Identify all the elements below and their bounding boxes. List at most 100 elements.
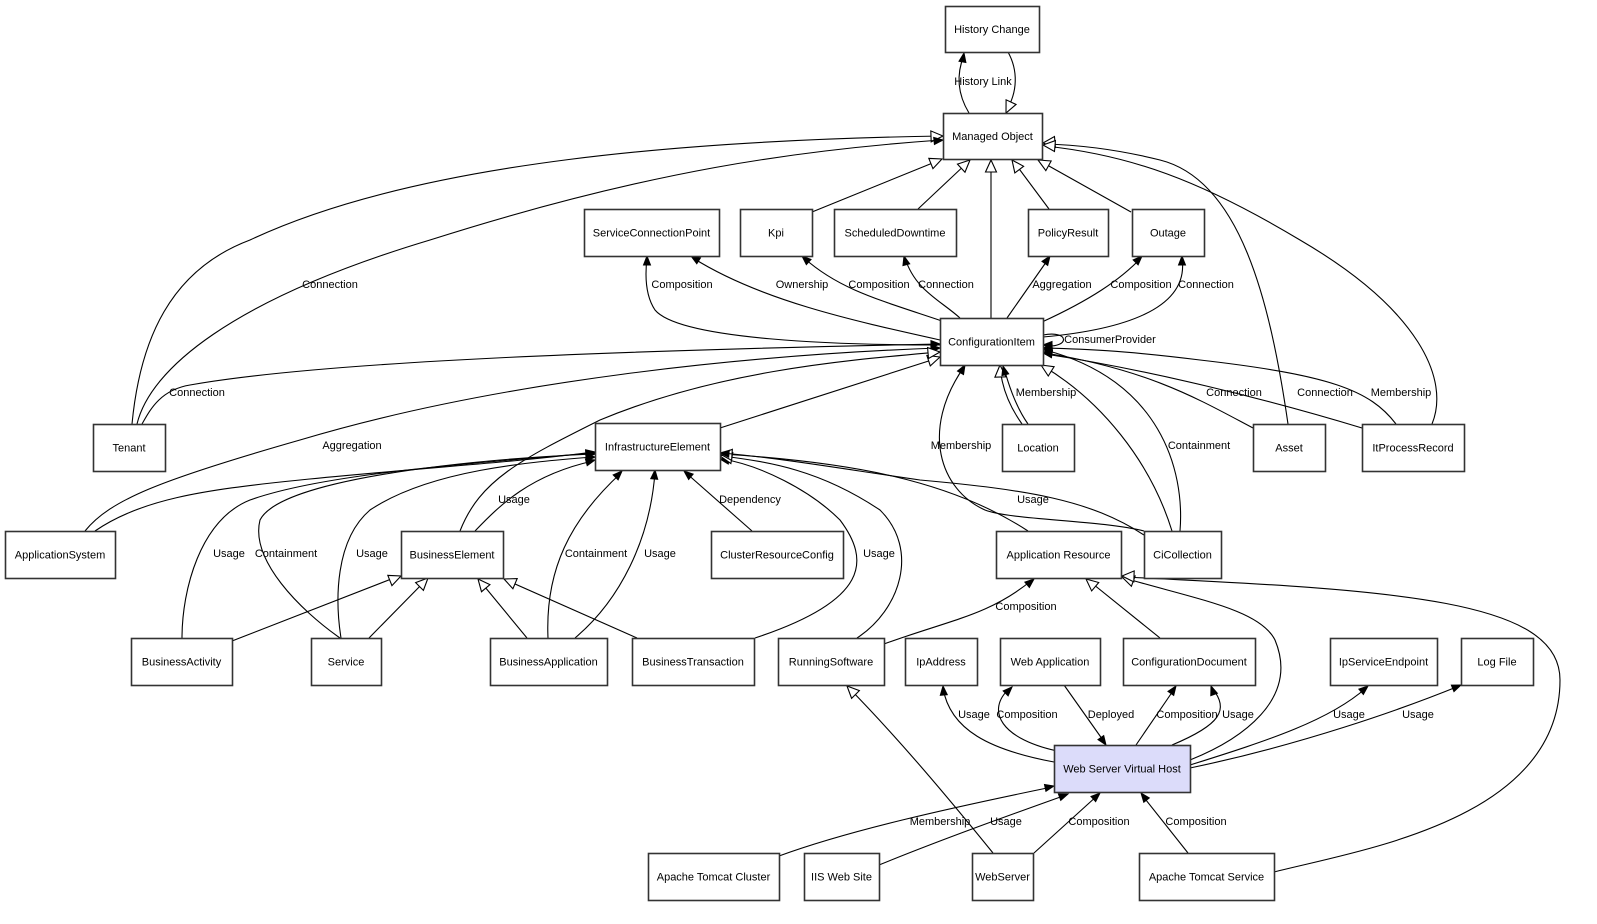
node-service-connection-point[interactable]: ServiceConnectionPoint [583, 208, 721, 258]
node-box[interactable] [400, 530, 505, 580]
edge-label: Composition [651, 279, 712, 291]
node-box[interactable] [4, 530, 117, 580]
node-ci-collection[interactable]: CiCollection [1143, 530, 1223, 580]
node-box[interactable] [777, 637, 886, 687]
edge-label: Containment [565, 548, 627, 560]
node-ip-address[interactable]: IpAddress [904, 637, 979, 687]
edge-application_resource-to-infrastructure_element [718, 448, 1029, 532]
node-infrastructure-element[interactable]: InfrastructureElement [594, 422, 722, 472]
node-box[interactable] [1252, 423, 1327, 473]
node-box[interactable] [583, 208, 721, 258]
node-box[interactable] [803, 852, 881, 902]
node-box[interactable] [739, 208, 814, 258]
node-label: BusinessTransaction [642, 657, 744, 669]
node-kpi[interactable]: Kpi [739, 208, 814, 258]
node-configuration-document[interactable]: ConfigurationDocument [1122, 637, 1257, 687]
node-box[interactable] [130, 637, 234, 687]
relationship-arrow-icon [939, 684, 949, 696]
node-box[interactable] [904, 637, 979, 687]
node-box[interactable] [942, 112, 1044, 161]
relationship-arrow-icon [682, 470, 694, 481]
node-box[interactable] [971, 852, 1035, 902]
node-application-resource[interactable]: Application Resource [995, 530, 1123, 580]
node-box[interactable] [594, 422, 722, 472]
node-cluster-resource-config[interactable]: ClusterResourceConfig [710, 530, 845, 580]
inheritance-arrow-icon [956, 159, 971, 174]
edge-business_application-to-infrastructure_element [547, 470, 623, 639]
node-box[interactable] [1053, 744, 1192, 794]
node-box[interactable] [310, 637, 383, 687]
edge-scheduled_downtime-to-managed_object [917, 159, 971, 210]
node-web-server[interactable]: WebServer [971, 852, 1035, 902]
edge-line [721, 458, 858, 639]
relationship-arrow-icon [800, 255, 812, 266]
node-box[interactable] [1138, 852, 1276, 902]
node-box[interactable] [631, 637, 756, 687]
node-managed-object[interactable]: Managed Object [942, 112, 1044, 161]
node-box[interactable] [1361, 423, 1466, 473]
edge-configuration_item-to-policy_result [1006, 254, 1051, 319]
node-box[interactable] [944, 5, 1041, 54]
edge-line [1123, 576, 1561, 873]
node-business-application[interactable]: BusinessApplication [489, 637, 609, 687]
node-box[interactable] [1143, 530, 1223, 580]
node-apache-tomcat-cluster[interactable]: Apache Tomcat Cluster [647, 852, 781, 902]
node-configuration-item[interactable]: ConfigurationItem [939, 317, 1045, 367]
node-asset[interactable]: Asset [1252, 423, 1327, 473]
node-location[interactable]: Location [1001, 423, 1076, 473]
node-web-server-virtual-host[interactable]: Web Server Virtual Host [1053, 744, 1192, 794]
relationship-arrow-icon [1041, 344, 1053, 353]
node-box[interactable] [647, 852, 781, 902]
node-business-transaction[interactable]: BusinessTransaction [631, 637, 756, 687]
edge-application_system-to-infrastructure_element [94, 449, 597, 532]
node-box[interactable] [939, 317, 1045, 367]
node-box[interactable] [1460, 637, 1535, 687]
node-log-file[interactable]: Log File [1460, 637, 1535, 687]
edge-line [1033, 794, 1099, 854]
node-history-change[interactable]: History Change [944, 5, 1041, 54]
node-box[interactable] [1027, 208, 1110, 258]
node-iis-web-site[interactable]: IIS Web Site [803, 852, 881, 902]
edge-apache_tomcat_cluster-to-web_server_virtual_host [778, 783, 1056, 857]
edge-business_activity-to-business_element [231, 574, 403, 642]
node-box[interactable] [995, 530, 1123, 580]
edge-service-to-business_element [368, 577, 429, 639]
inheritance-arrow-icon [414, 577, 429, 592]
node-business-element[interactable]: BusinessElement [400, 530, 505, 580]
node-box[interactable] [833, 208, 958, 258]
node-box[interactable] [92, 423, 167, 473]
node-running-software[interactable]: RunningSoftware [777, 637, 886, 687]
edge-label: Usage [958, 709, 990, 721]
node-business-activity[interactable]: BusinessActivity [130, 637, 234, 687]
node-tenant[interactable]: Tenant [92, 423, 167, 473]
node-web-application[interactable]: Web Application [999, 637, 1102, 687]
edge-label: Usage [644, 548, 676, 560]
edge-line [84, 347, 939, 532]
node-box[interactable] [1131, 208, 1206, 258]
node-it-process-record[interactable]: ItProcessRecord [1361, 423, 1466, 473]
edge-iis_web_site-to-web_server_virtual_host [878, 793, 1070, 866]
node-apache-tomcat-service[interactable]: Apache Tomcat Service [1138, 852, 1276, 902]
node-box[interactable] [489, 637, 609, 687]
node-scheduled-downtime[interactable]: ScheduledDowntime [833, 208, 958, 258]
node-box[interactable] [710, 530, 845, 580]
edge-label: Aggregation [1032, 279, 1091, 291]
edge-label: Usage [356, 548, 388, 560]
node-application-system[interactable]: ApplicationSystem [4, 530, 117, 580]
node-ip-service-endpoint[interactable]: IpServiceEndpoint [1329, 637, 1439, 687]
edge-location-to-configuration_item [1001, 364, 1029, 425]
edge-web_server-to-web_server_virtual_host [1033, 792, 1102, 854]
node-label: IpServiceEndpoint [1339, 657, 1428, 669]
edge-line [1044, 349, 1182, 532]
relationship-arrow-icon [1167, 684, 1177, 697]
node-box[interactable] [1329, 637, 1439, 687]
node-policy-result[interactable]: PolicyResult [1027, 208, 1110, 258]
relationship-arrow-icon [1041, 350, 1053, 359]
node-box[interactable] [1001, 423, 1076, 473]
node-label: BusinessActivity [142, 657, 222, 669]
edge-it_process_record-to-managed_object [1041, 139, 1438, 425]
node-box[interactable] [999, 637, 1102, 687]
node-service[interactable]: Service [310, 637, 383, 687]
node-box[interactable] [1122, 637, 1257, 687]
node-outage[interactable]: Outage [1131, 208, 1206, 258]
